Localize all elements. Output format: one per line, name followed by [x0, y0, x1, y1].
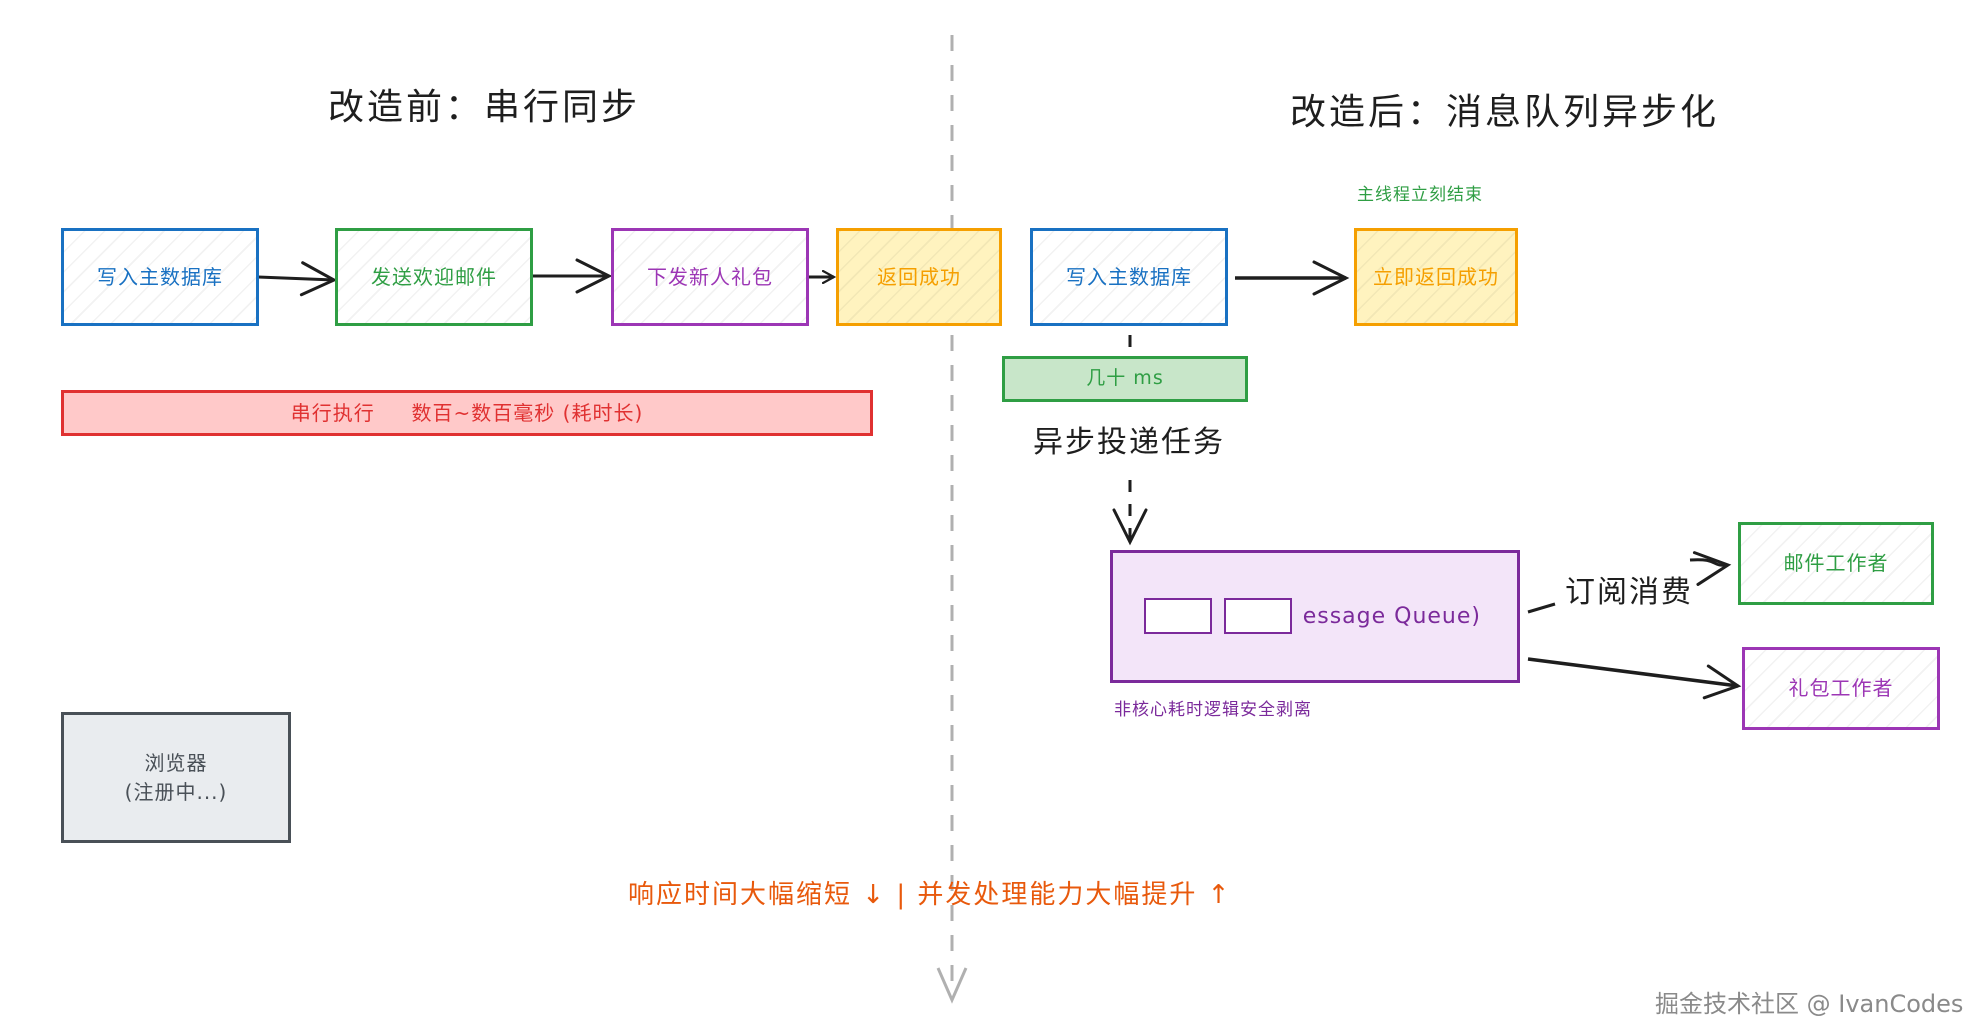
main-thread-note: 主线程立刻结束 [1357, 185, 1483, 205]
redaction-box-right [1224, 598, 1292, 634]
arrow-queue-to-mail [1527, 560, 1728, 614]
watermark: 掘金技术社区 @ IvanCodes [1655, 990, 1964, 1018]
latency-badge: 几十 ms [1002, 356, 1248, 402]
message-queue-label: essage Queue) [1302, 603, 1481, 629]
browser-status: (注册中...) [124, 779, 228, 804]
step-send-gift: 下发新人礼包 [611, 228, 809, 326]
queue-note: 非核心耗时逻辑安全剥离 [1114, 700, 1312, 720]
mail-worker: 邮件工作者 [1738, 522, 1934, 605]
step-write-db: 写入主数据库 [61, 228, 259, 326]
serial-timeline-bar: 串行执行 数百~数百毫秒 (耗时长) [61, 390, 873, 436]
async-label: 异步投递任务 [1033, 425, 1225, 460]
arrow-db-to-mail [257, 261, 338, 297]
after-return-now: 立即返回成功 [1354, 228, 1518, 326]
summary-text: 响应时间大幅缩短 ↓ | 并发处理能力大幅提升 ↑ [628, 880, 1232, 910]
arrow-queue-to-gift [1527, 657, 1742, 700]
after-write-db: 写入主数据库 [1030, 228, 1228, 326]
redaction-box-left [1144, 598, 1212, 634]
browser-label: 浏览器 [144, 750, 208, 775]
title-before: 改造前：串行同步 [328, 87, 641, 128]
step-send-mail: 发送欢迎邮件 [335, 228, 533, 326]
gift-worker: 礼包工作者 [1742, 647, 1940, 730]
step-return-success: 返回成功 [836, 228, 1002, 326]
title-after: 改造后：消息队列异步化 [1290, 92, 1720, 133]
browser-box: 浏览器 (注册中...) [61, 712, 291, 843]
subscribe-label: 订阅消费 [1565, 575, 1693, 610]
divider-arrowhead [936, 967, 968, 1004]
